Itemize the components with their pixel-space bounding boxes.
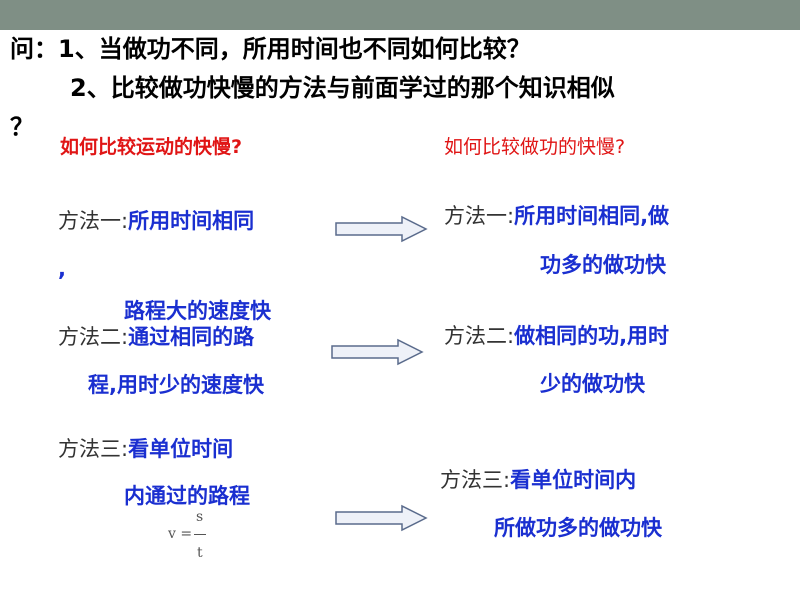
left-method-2-label: 方法二: bbox=[58, 325, 129, 349]
right-method-2: 方法二:做相同的功,用时 bbox=[444, 323, 669, 349]
right-arrow-icon bbox=[335, 504, 428, 532]
left-method-1-text: 所用时间相同 bbox=[128, 209, 255, 233]
header-bar bbox=[0, 0, 800, 30]
left-method-2-text: 通过相同的路 bbox=[128, 325, 255, 349]
formula-v: v = bbox=[168, 526, 193, 542]
left-method-2-continuation: 程,用时少的速度快 bbox=[88, 373, 264, 397]
right-method-3-continuation: 所做功多的做功快 bbox=[494, 516, 662, 540]
left-method-1-continuation: 路程大的速度快 bbox=[124, 299, 271, 323]
right-method-3-text: 看单位时间内 bbox=[510, 468, 637, 492]
left-method-3: 方法三:看单位时间 bbox=[58, 436, 233, 462]
right-method-1-text: 所用时间相同,做 bbox=[514, 204, 670, 228]
right-method-1-colon: : bbox=[507, 204, 515, 228]
left-method-3-continuation: 内通过的路程 bbox=[124, 484, 250, 508]
left-method-1-label: 方法一: bbox=[58, 209, 129, 233]
question-line-2: 2、比较做功快慢的方法与前面学过的那个知识相似 bbox=[70, 74, 615, 102]
right-arrow-icon bbox=[335, 215, 428, 243]
right-method-3-label: 方法三: bbox=[440, 468, 511, 492]
left-method-1: 方法一:所用时间相同 bbox=[58, 208, 254, 234]
right-method-1-label: 方法一 bbox=[444, 204, 507, 228]
right-heading: 如何比较做功的快慢? bbox=[444, 136, 626, 158]
left-method-3-label: 方法三: bbox=[58, 437, 129, 461]
right-method-1: 方法一:所用时间相同,做 bbox=[444, 203, 669, 229]
left-method-2: 方法二:通过相同的路 bbox=[58, 324, 254, 350]
right-method-3: 方法三:看单位时间内 bbox=[440, 467, 636, 493]
left-heading: 如何比较运动的快慢? bbox=[60, 136, 243, 158]
formula-fraction-bar bbox=[194, 534, 206, 535]
question-line-3: ？ bbox=[10, 113, 34, 141]
right-method-2-label: 方法二: bbox=[444, 324, 515, 348]
right-method-2-continuation: 少的做功快 bbox=[540, 372, 645, 396]
left-method-1-comma: , bbox=[58, 257, 66, 281]
question-line-1: 问：1、当做功不同，所用时间也不同如何比较？ bbox=[10, 35, 531, 63]
right-method-2-text: 做相同的功,用时 bbox=[514, 324, 670, 348]
formula-denominator: t bbox=[197, 545, 203, 561]
right-method-1-continuation: 功多的做功快 bbox=[540, 253, 666, 277]
formula-numerator: s bbox=[196, 509, 204, 525]
right-arrow-icon bbox=[331, 338, 424, 366]
left-method-3-text: 看单位时间 bbox=[128, 437, 234, 461]
